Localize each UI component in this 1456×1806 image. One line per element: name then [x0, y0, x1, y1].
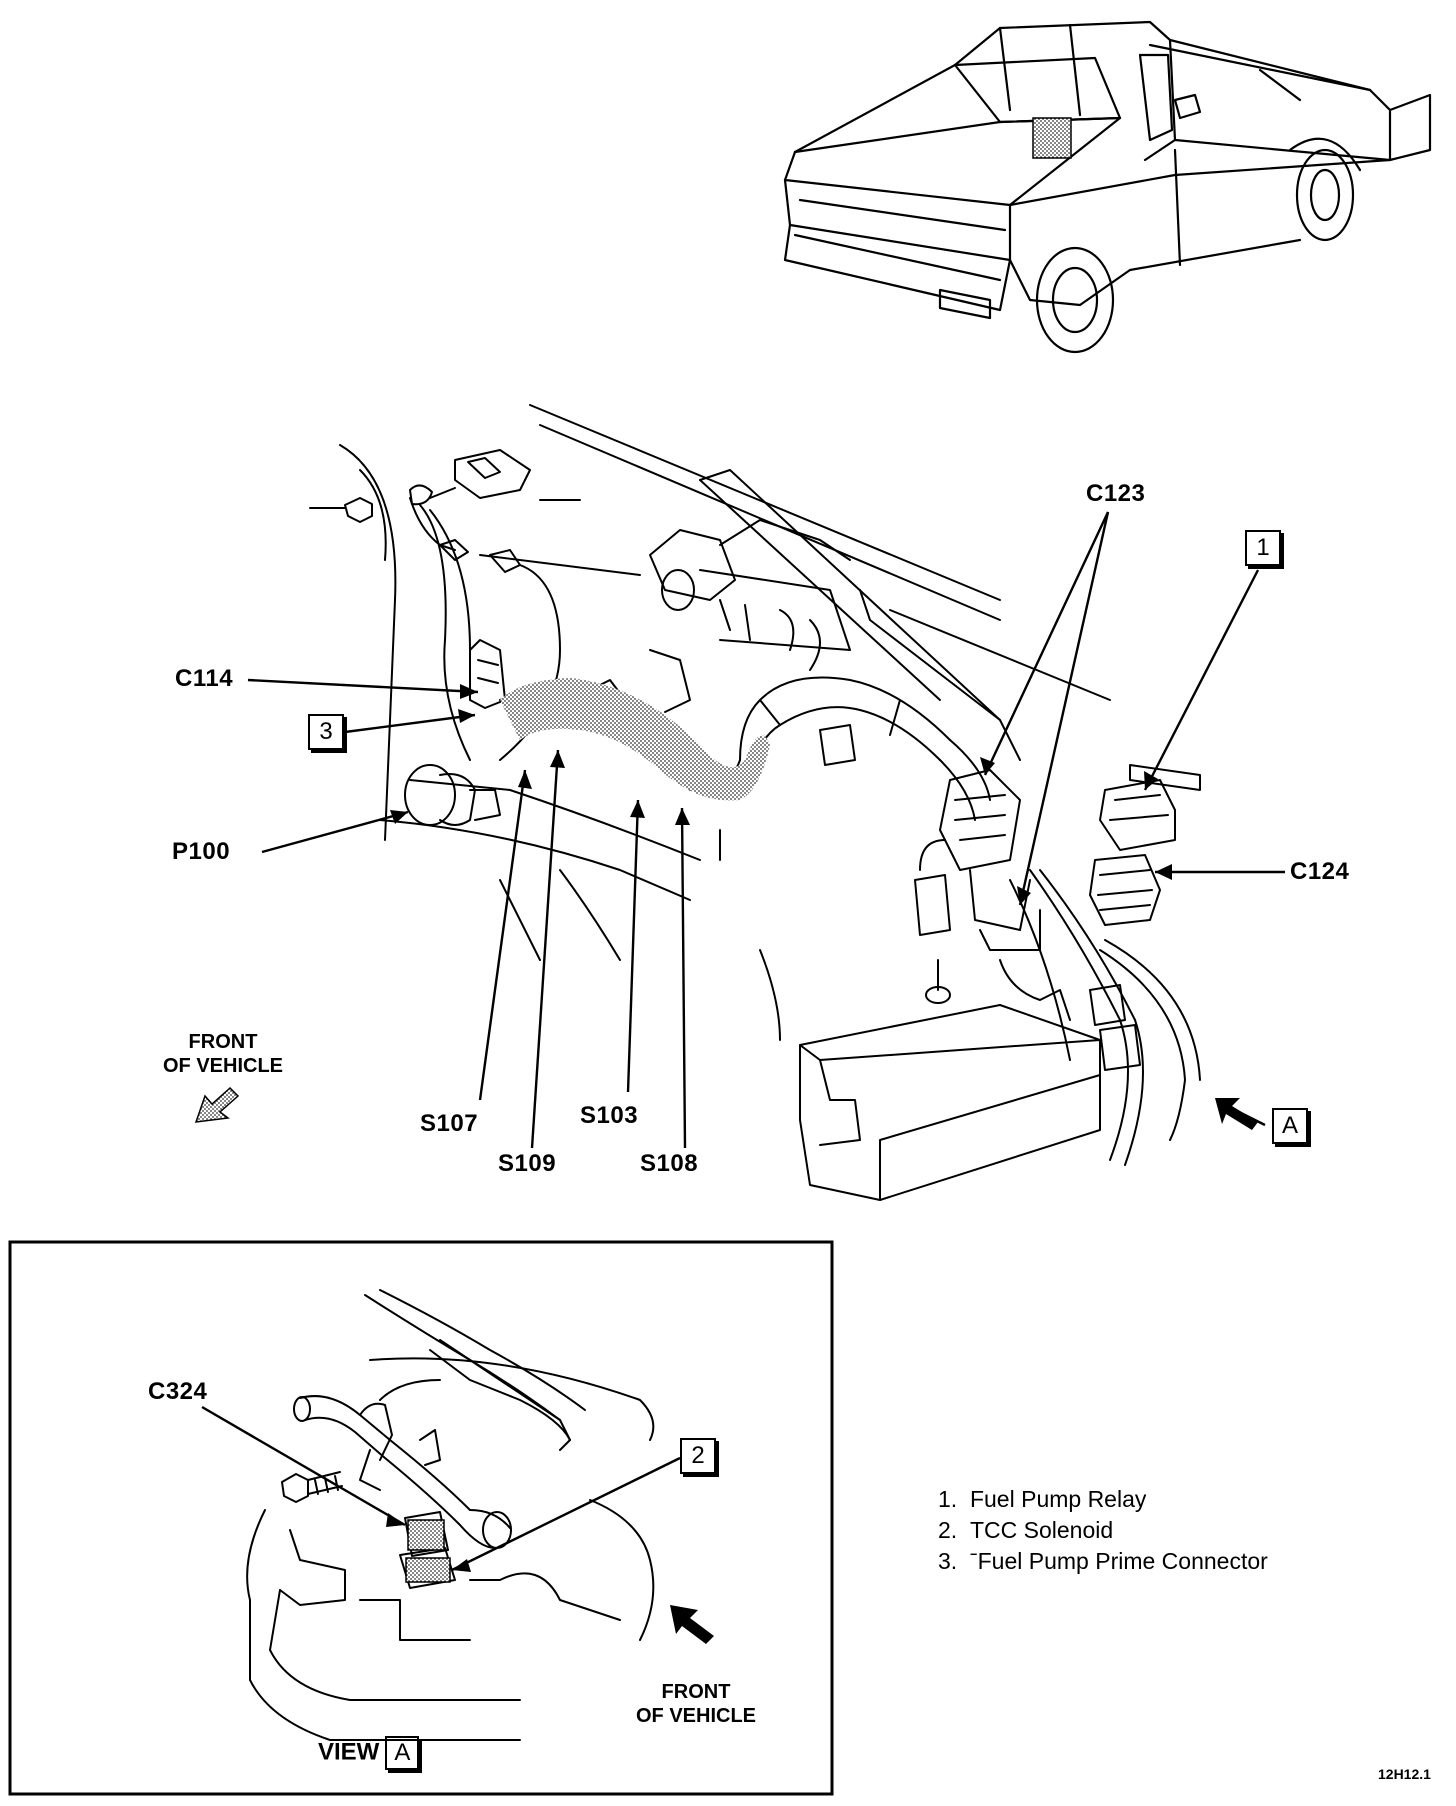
leader-lines — [247, 511, 1285, 1149]
callout-1: 1 — [1245, 530, 1281, 566]
view-a-frame — [8, 1240, 834, 1796]
c324-shading-bottom — [405, 1557, 451, 1583]
front-of-vehicle-main: FRONT OF VEHICLE — [148, 1030, 298, 1078]
label-c114: C114 — [175, 665, 234, 692]
callout-a: A — [1272, 1108, 1308, 1144]
front-line2: OF VEHICLE — [162, 1055, 283, 1077]
figure-id: 12H12.1 — [1378, 1766, 1431, 1782]
c324-shading-top — [407, 1519, 445, 1551]
label-c324: C324 — [148, 1378, 208, 1405]
engine-bay-illustration — [309, 404, 1201, 1201]
legend-item-3: 3. ˉFuel Pump Prime Connector — [938, 1548, 1268, 1574]
legend-item-1: 1. Fuel Pump Relay — [938, 1486, 1147, 1512]
label-s107: S107 — [420, 1110, 479, 1137]
arrowheads — [194, 684, 1258, 1130]
harness-shading — [500, 678, 770, 801]
label-s109: S109 — [498, 1150, 557, 1177]
front-inset-line2: OF VEHICLE — [635, 1705, 756, 1727]
front-inset-line1: FRONT — [661, 1681, 731, 1703]
label-s108: S108 — [640, 1150, 699, 1177]
front-arrow-main — [194, 1086, 240, 1123]
view-letter: A — [385, 1736, 420, 1770]
legend: 1. Fuel Pump Relay 2. TCC Solenoid 3. ˉF… — [938, 1484, 1268, 1577]
view-a-leaders — [201, 1405, 681, 1572]
front-of-vehicle-inset: FRONT OF VEHICLE — [616, 1680, 776, 1728]
callout-3: 3 — [308, 714, 344, 750]
label-s103: S103 — [580, 1102, 639, 1129]
label-c123: C123 — [1086, 480, 1146, 507]
front-line1: FRONT — [188, 1031, 258, 1053]
view-a-arrowheads — [386, 1513, 714, 1644]
view-label: VIEW — [318, 1738, 380, 1766]
truck-illustration — [783, 20, 1432, 354]
view-a-illustration — [246, 1289, 655, 1741]
callout-2: 2 — [680, 1438, 716, 1474]
truck-location-marker — [1032, 117, 1072, 159]
label-p100: P100 — [172, 838, 231, 865]
legend-item-2: 2. TCC Solenoid — [938, 1517, 1114, 1543]
label-c124: C124 — [1290, 858, 1350, 885]
